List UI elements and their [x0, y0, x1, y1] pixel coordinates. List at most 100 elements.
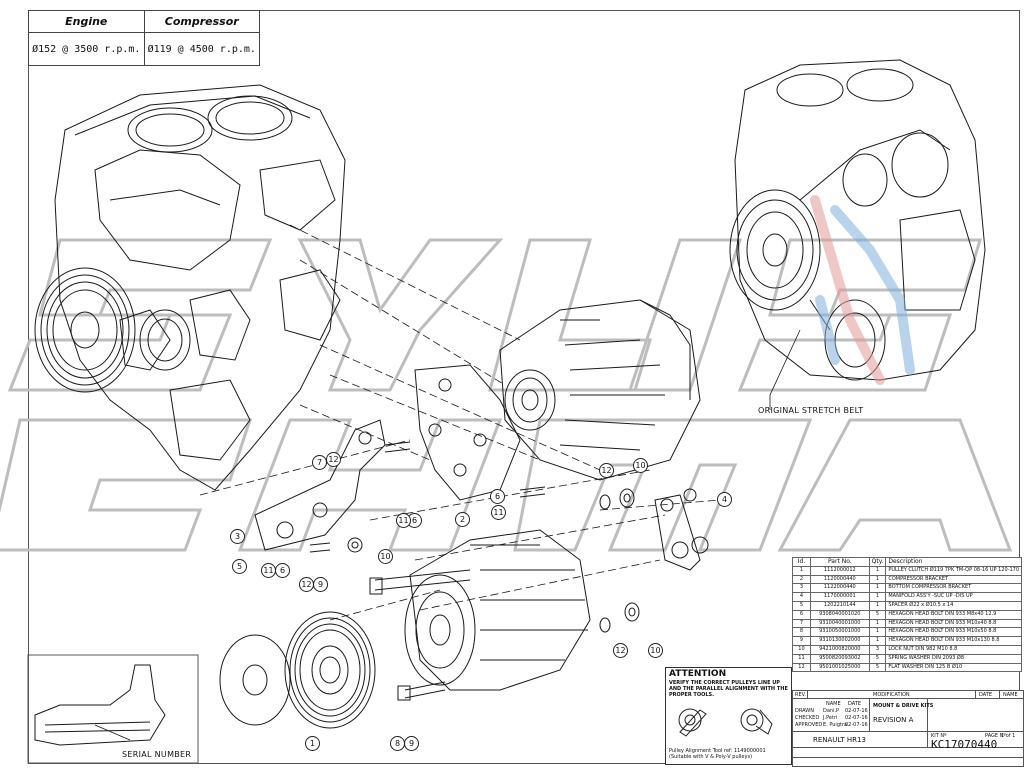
part-id: 1: [792, 565, 811, 576]
tb-revision: REVISION A: [873, 716, 914, 724]
part-id: 12: [792, 662, 811, 673]
part-description: BOTTOM COMPRESSOR BRACKET: [885, 583, 1022, 594]
compressor-pulley-value: Ø119 @ 4500 r.p.m.: [143, 32, 260, 66]
part-id: 4: [792, 592, 811, 602]
watermark: [0, 238, 1013, 552]
part-number: 9308040001020: [809, 609, 870, 620]
tb-drawn: DRAWN: [795, 708, 814, 714]
part-id: 7: [792, 618, 811, 629]
part-qty: 1: [868, 618, 887, 629]
part-id: 10: [792, 644, 811, 655]
part-number: 1112000012: [809, 565, 870, 576]
part-description: SPACER Ø22 x Ø10.5 x 14: [885, 600, 1022, 611]
callout-11a: 11: [396, 513, 411, 528]
callout-9a: 9: [313, 577, 328, 592]
header-description: Description: [885, 557, 1022, 567]
bottom-compressor-bracket: [254, 419, 386, 551]
callout-9b: 9: [404, 736, 419, 751]
callout-6b: 6: [407, 513, 422, 528]
serial-number-label: SERIAL NUMBER: [122, 750, 192, 759]
callout-7: 7: [312, 455, 327, 470]
tb-model: RENAULT HR13: [813, 736, 866, 744]
part-number: 9501001025000: [809, 662, 870, 673]
part-id: 5: [792, 600, 811, 611]
callout-1: 1: [305, 736, 320, 751]
callout-8: 8: [390, 736, 405, 751]
tb-rev: REV.: [795, 692, 806, 698]
pulley-size-table: Engine Compressor Ø152 @ 3500 r.p.m. Ø11…: [28, 10, 260, 66]
part-qty: 5: [868, 609, 887, 620]
tb-approved-date: 02-07-16: [845, 722, 868, 728]
part-qty: 1: [868, 583, 887, 594]
tb-page-number: 1 of 1: [1001, 733, 1016, 739]
engine-block: [54, 84, 346, 491]
part-description: SPRING WASHER DIN 2093 Ø8: [885, 653, 1022, 664]
part-qty: 3: [868, 644, 887, 655]
callout-10c: 10: [648, 643, 663, 658]
part-qty: 1: [868, 636, 887, 646]
tb-approved-name: E. Puigtra: [823, 722, 848, 728]
part-qty: 1: [868, 574, 887, 585]
part-number: 1122000440: [809, 583, 870, 594]
part-id: 3: [792, 583, 811, 594]
part-qty: 1: [868, 592, 887, 602]
tb-kit-label: KIT Nº: [931, 733, 947, 739]
attention-note: ATTENTION VERIFY THE CORRECT PULLEYS LIN…: [665, 667, 792, 765]
part-id: 6: [792, 609, 811, 620]
callout-10a: 10: [378, 549, 393, 564]
part-number: 9421000820000: [809, 644, 870, 655]
callout-11c: 11: [261, 563, 276, 578]
tb-name: NAME: [1003, 692, 1018, 698]
drive-belt: [810, 195, 915, 385]
tb-drawn-date: 02-07-16: [845, 708, 868, 714]
part-description: MANIFOLD ASS'Y -SUC UP -DIS UP: [885, 592, 1022, 602]
crankshaft-pulley: [34, 267, 136, 393]
part-description: PULLEY CLUTCH Ø119 7PK TM-QP 08-16 UP 12…: [885, 565, 1022, 576]
callout-5: 5: [232, 559, 247, 574]
header-id: Id.: [792, 557, 811, 567]
callout-2: 2: [455, 512, 470, 527]
part-number: 1120000440: [809, 574, 870, 585]
part-qty: 1: [868, 627, 887, 638]
callout-12b: 12: [599, 463, 614, 478]
callout-6c: 6: [275, 563, 290, 578]
part-description: LOCK NUT DIN 982 M10 8.8: [885, 644, 1022, 655]
part-qty: 5: [868, 653, 887, 664]
tb-approved: APPROVED: [795, 722, 823, 728]
compressor-bracket: [414, 364, 521, 501]
part-qty: 1: [868, 600, 887, 611]
tb-col-date: DATE: [848, 701, 862, 707]
part-number: 9310050001000: [809, 627, 870, 638]
part-number: 9310040001000: [809, 618, 870, 629]
ac-compressor: [404, 529, 591, 691]
part-description: FLAT WASHER DIN 125 B Ø10: [885, 662, 1022, 673]
tb-checked: CHECKED: [795, 715, 820, 721]
part-id: 8: [792, 627, 811, 638]
tb-kit-type: MOUNT & DRIVE KITS: [873, 703, 934, 709]
part-id: 2: [792, 574, 811, 585]
original-belt-label: ORIGINAL STRETCH BELT: [758, 406, 864, 415]
callout-4: 4: [717, 492, 732, 507]
drawing-frame: [28, 10, 1020, 764]
callout-10b: 10: [633, 458, 648, 473]
callout-12d: 12: [613, 643, 628, 658]
part-number: 1170000001: [809, 592, 870, 602]
tb-date: DATE: [979, 692, 993, 698]
callout-12a: 12: [326, 452, 341, 467]
part-description: HEXAGON HEAD BOLT DIN 933 M10x50 8.8: [885, 627, 1022, 638]
part-description: HEXAGON HEAD BOLT DIN 933 M8x40 12.9: [885, 609, 1022, 620]
part-number: 9310130002000: [809, 636, 870, 646]
callout-12c: 12: [299, 577, 314, 592]
manifold: [654, 488, 709, 571]
alignment-tool-text: Pulley Alignment Tool ref: 1149000001 (S…: [669, 748, 766, 760]
part-description: HEXAGON HEAD BOLT DIN 933 M10x40 8.8: [885, 618, 1022, 629]
